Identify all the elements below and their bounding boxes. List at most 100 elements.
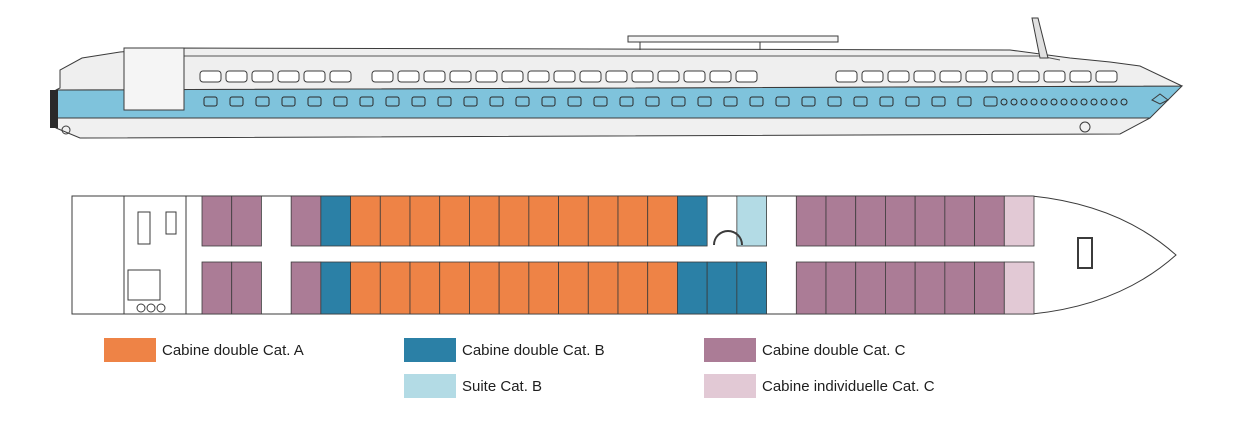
cabin-top-17	[677, 195, 708, 247]
porthole-2	[229, 96, 244, 107]
cabin-top-14	[587, 195, 619, 247]
upper-window-11	[475, 70, 498, 83]
upper-window-1	[199, 70, 222, 83]
cabin-top-6	[350, 195, 381, 247]
cabin-bottom-12	[528, 261, 559, 315]
cabin-top-21	[795, 195, 827, 247]
cabin-bottom-16	[647, 261, 678, 315]
spiral-staircase-icon	[713, 230, 743, 246]
engine-icon	[156, 303, 166, 313]
cabin-bottom-14	[587, 261, 619, 315]
bow-winch-icon	[1077, 237, 1093, 269]
upper-window-4	[277, 70, 300, 83]
upper-window-26	[939, 70, 962, 83]
upper-window-31	[1069, 70, 1092, 83]
legend-item-sb: Suite Cat. B	[404, 371, 542, 401]
legend-item-ic: Cabine individuelle Cat. C	[704, 371, 935, 401]
engine-icon	[146, 303, 156, 313]
cabin-bottom-5	[320, 261, 351, 315]
cabin-bottom-27	[974, 261, 1005, 315]
porthole-7	[359, 96, 374, 107]
cabin-top-22	[825, 195, 857, 247]
cabin-top-10	[469, 195, 500, 247]
cabin-top-15	[617, 195, 649, 247]
upper-window-8	[397, 70, 420, 83]
porthole-26	[853, 96, 868, 107]
upper-window-29	[1017, 70, 1040, 83]
galley-outline	[127, 269, 161, 301]
upper-window-32	[1095, 70, 1118, 83]
porthole-42	[1100, 98, 1108, 106]
porthole-28	[905, 96, 920, 107]
cabin-top-27	[974, 195, 1005, 247]
upper-window-2	[225, 70, 248, 83]
porthole-18	[645, 96, 660, 107]
porthole-20	[697, 96, 712, 107]
cabin-top-26	[944, 195, 975, 247]
legend-label-ic: Cabine individuelle Cat. C	[762, 377, 935, 395]
porthole-29	[931, 96, 946, 107]
bow-thruster-icon	[1079, 121, 1091, 133]
cabin-top-5	[320, 195, 351, 247]
porthole-37	[1050, 98, 1058, 106]
legend-swatch-c	[704, 338, 756, 362]
upper-window-12	[501, 70, 524, 83]
porthole-15	[567, 96, 582, 107]
upper-window-13	[527, 70, 550, 83]
upper-window-25	[913, 70, 936, 83]
cabin-top-8	[409, 195, 441, 247]
porthole-10	[437, 96, 452, 107]
upper-window-10	[449, 70, 472, 83]
cabin-bottom-18	[706, 261, 738, 315]
cabin-top-16	[647, 195, 678, 247]
porthole-44	[1120, 98, 1128, 106]
porthole-11	[463, 96, 478, 107]
upper-window-24	[887, 70, 910, 83]
porthole-6	[333, 96, 348, 107]
porthole-1	[203, 96, 218, 107]
upper-window-5	[303, 70, 326, 83]
cabin-top-4	[290, 195, 322, 247]
porthole-34	[1020, 98, 1028, 106]
porthole-40	[1080, 98, 1088, 106]
cabin-bottom-22	[825, 261, 857, 315]
upper-window-28	[991, 70, 1014, 83]
cabin-top-1	[201, 195, 233, 247]
porthole-27	[879, 96, 894, 107]
upper-window-16	[605, 70, 628, 83]
cabin-top-19	[736, 195, 767, 247]
upper-window-15	[579, 70, 602, 83]
porthole-39	[1070, 98, 1078, 106]
upper-window-21	[735, 70, 758, 83]
cabin-top-2	[231, 195, 262, 247]
bow-logo-icon	[1151, 93, 1169, 105]
porthole-17	[619, 96, 634, 107]
legend-label-b: Cabine double Cat. B	[462, 341, 605, 359]
upper-window-23	[861, 70, 884, 83]
upper-window-30	[1043, 70, 1066, 83]
legend-swatch-ic	[704, 374, 756, 398]
cabin-bottom-13	[558, 261, 589, 315]
porthole-13	[515, 96, 530, 107]
cabin-bottom-1	[201, 261, 233, 315]
cabin-top-11	[498, 195, 530, 247]
legend-swatch-b	[404, 338, 456, 362]
cabin-top-24	[885, 195, 916, 247]
porthole-36	[1040, 98, 1048, 106]
ship-side-profile	[50, 17, 1184, 139]
porthole-4	[281, 96, 296, 107]
porthole-32	[1000, 98, 1008, 106]
cabin-bottom-26	[944, 261, 975, 315]
upper-window-7	[371, 70, 394, 83]
porthole-21	[723, 96, 738, 107]
upper-window-6	[329, 70, 352, 83]
legend-item-a: Cabine double Cat. A	[104, 335, 304, 365]
stairs-icon	[165, 211, 177, 235]
cabin-top-9	[439, 195, 470, 247]
wheelhouse	[123, 47, 185, 111]
cabin-bottom-17	[677, 261, 708, 315]
cabin-bottom-19	[736, 261, 767, 315]
sun-deck-canopy	[627, 35, 839, 43]
cabin-top-12	[528, 195, 559, 247]
legend-item-b: Cabine double Cat. B	[404, 335, 605, 365]
